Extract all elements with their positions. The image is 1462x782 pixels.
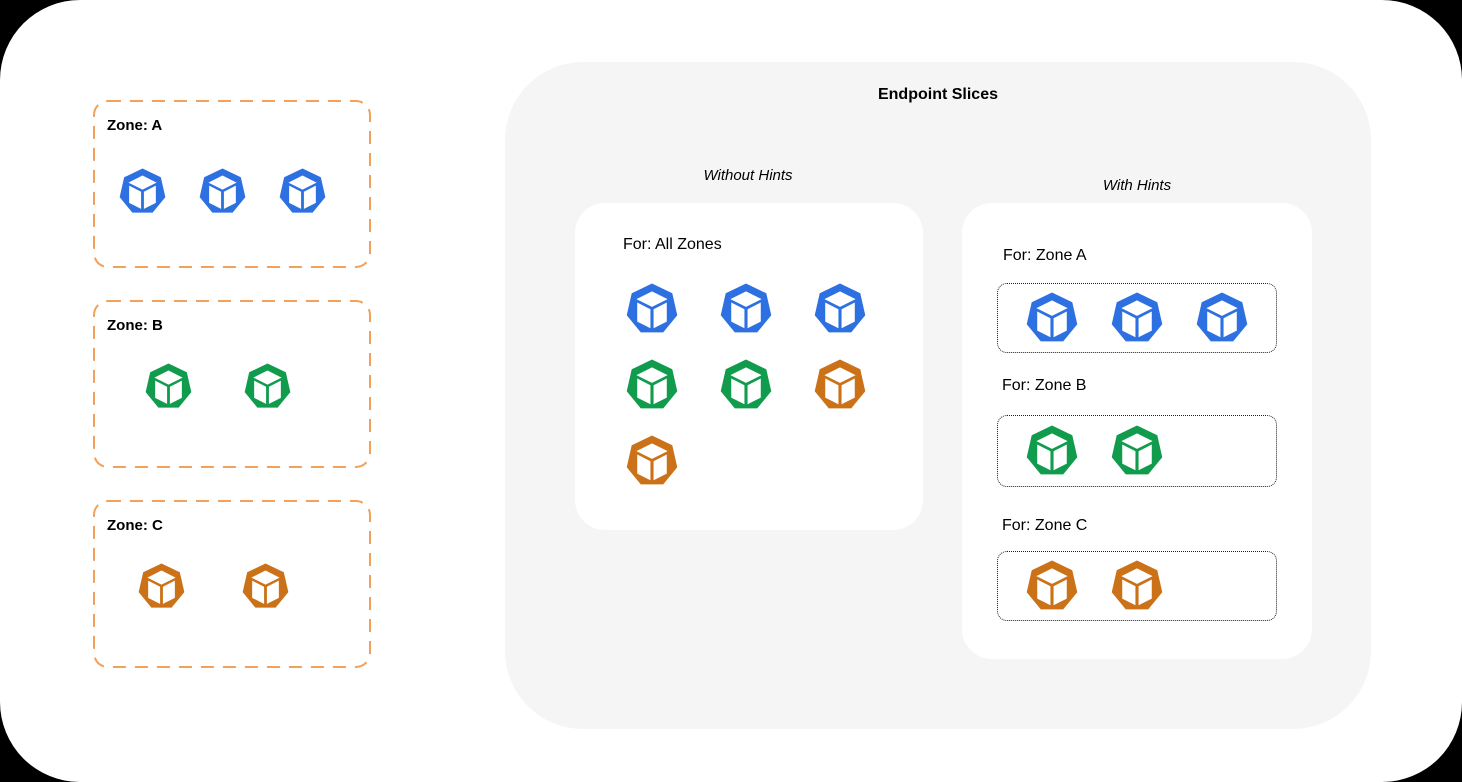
zone-a-slice-label: For: Zone A xyxy=(1003,247,1087,264)
zone-b-box: Zone: B xyxy=(93,300,371,468)
with-hints-card: For: Zone A For: Zone B For: Zone C xyxy=(962,203,1312,659)
pod-icon xyxy=(1111,560,1163,612)
pod-icon xyxy=(814,359,866,411)
zone-a-label: Zone: A xyxy=(107,117,163,134)
pod-icon xyxy=(626,359,678,411)
pod-icon xyxy=(1026,425,1078,477)
zone-dashed-border xyxy=(93,100,371,268)
zone-dashed-border xyxy=(93,500,371,668)
pod-icon xyxy=(1111,425,1163,477)
pod-icon xyxy=(138,563,185,610)
pod-icon xyxy=(242,563,289,610)
pod-icon xyxy=(145,363,192,410)
pod-icon xyxy=(1196,292,1248,344)
pod-icon xyxy=(119,168,166,215)
endpoint-slices-panel: Endpoint Slices Without Hints With Hints… xyxy=(505,62,1371,729)
zone-c-slice-rect xyxy=(997,551,1277,621)
pod-icon xyxy=(244,363,291,410)
zone-a-slice-rect xyxy=(997,283,1277,353)
panel-title: Endpoint Slices xyxy=(877,86,998,103)
zone-c-slice-pods xyxy=(998,552,1276,620)
zone-dashed-border xyxy=(93,300,371,468)
pod-icon xyxy=(1111,292,1163,344)
all-zones-slice-label: For: All Zones xyxy=(623,236,722,253)
pod-icon xyxy=(720,359,772,411)
pod-icon xyxy=(626,283,678,335)
zone-b-slice-pods xyxy=(998,416,1276,486)
zone-a-slice-pods xyxy=(998,284,1276,352)
pod-icon xyxy=(720,283,772,335)
all-zones-pod-grid xyxy=(626,283,866,487)
pod-icon xyxy=(814,283,866,335)
zone-a-box: Zone: A xyxy=(93,100,371,268)
pod-icon xyxy=(1026,560,1078,612)
zone-b-label: Zone: B xyxy=(107,317,163,334)
with-hints-label: With Hints xyxy=(1102,177,1172,194)
zone-b-pods xyxy=(145,363,291,410)
zone-c-pods xyxy=(138,563,289,610)
zone-a-pods xyxy=(119,168,326,215)
zone-c-slice-label: For: Zone C xyxy=(1002,517,1088,534)
zone-c-box: Zone: C xyxy=(93,500,371,668)
pod-icon xyxy=(199,168,246,215)
without-hints-card: For: All Zones xyxy=(575,203,923,530)
pod-icon xyxy=(626,435,678,487)
zone-b-slice-label: For: Zone B xyxy=(1002,377,1087,394)
without-hints-label: Without Hints xyxy=(703,167,793,184)
zone-b-slice-rect xyxy=(997,415,1277,487)
pod-icon xyxy=(1026,292,1078,344)
zone-c-label: Zone: C xyxy=(107,517,163,534)
pod-icon xyxy=(279,168,326,215)
